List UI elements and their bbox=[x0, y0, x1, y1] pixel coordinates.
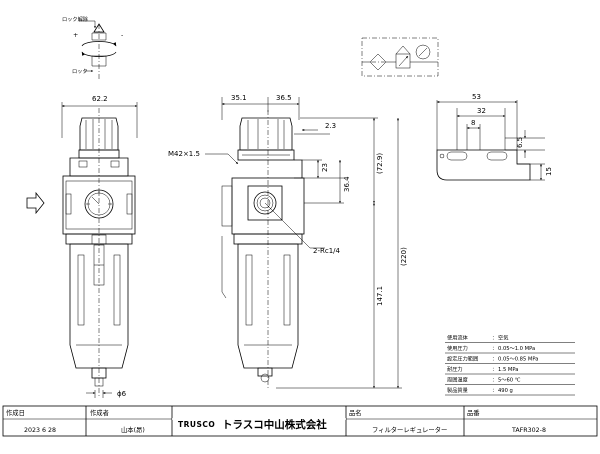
dim-bracket-15: 15 bbox=[545, 167, 553, 176]
dim-side-36-4: 36.4 bbox=[343, 176, 351, 192]
dim-side-2-3: 2.3 bbox=[325, 122, 336, 130]
spec-value: 490 g bbox=[498, 388, 513, 394]
dim-bracket-32: 32 bbox=[477, 107, 486, 115]
spec-label: 使用圧力 bbox=[447, 344, 468, 352]
dim-bracket-53: 53 bbox=[472, 93, 481, 101]
company-name: トラスコ中山株式会社 bbox=[222, 418, 327, 431]
spec-colon: ： bbox=[492, 346, 497, 352]
spec-colon: ： bbox=[492, 357, 497, 363]
spec-label: 設定圧力範囲 bbox=[447, 355, 478, 363]
name-value: フィルターレギュレーター bbox=[372, 425, 447, 434]
spec-value: 0.05～1.0 MPa bbox=[498, 346, 535, 352]
dim-side-23: 23 bbox=[321, 163, 329, 172]
spec-colon: ： bbox=[492, 378, 497, 384]
dim-bracket-6-5: 6.5 bbox=[516, 137, 524, 148]
author-header: 作成者 bbox=[90, 408, 109, 417]
number-value: TAFR302-8 bbox=[511, 427, 546, 434]
dim-bracket-8: 8 bbox=[471, 119, 475, 127]
spec-colon: ： bbox=[492, 388, 497, 394]
minus-sign: - bbox=[121, 32, 123, 39]
spec-colon: ： bbox=[492, 367, 497, 373]
plus-sign: + bbox=[73, 32, 78, 39]
lock-release-label: ロック解除 bbox=[62, 15, 89, 23]
dim-drain: ϕ6 bbox=[117, 390, 127, 398]
side-view: 35.1 36.5 2.3 M42×1.5 2-Rc1/4 bbox=[168, 94, 408, 390]
spec-value: 0.05～0.85 MPa bbox=[498, 357, 539, 363]
spec-label: 耐圧力 bbox=[447, 365, 463, 373]
front-view: 62.2 bbox=[26, 95, 138, 398]
spec-value: 1.5 MPa bbox=[498, 367, 518, 373]
number-header: 品番 bbox=[467, 409, 480, 417]
title-block: 作成日 2023 6 28 作成者 山本(昂) TRUSCO トラスコ中山株式会… bbox=[2, 405, 598, 437]
label-thread: M42×1.5 bbox=[168, 150, 200, 158]
pneumatic-symbol bbox=[361, 37, 439, 77]
dim-side-right: 36.5 bbox=[276, 94, 292, 102]
lock-label: ロック bbox=[72, 68, 88, 75]
author-value: 山本(昂) bbox=[121, 425, 145, 434]
spec-value: 5～60 ℃ bbox=[498, 378, 521, 384]
bracket-view: 53 32 8 6.5 15 bbox=[436, 93, 553, 181]
dim-front-width: 62.2 bbox=[92, 95, 108, 103]
created-header: 作成日 bbox=[6, 408, 25, 417]
dim-side-72-9: (72.9) bbox=[376, 153, 384, 174]
spec-label: 周囲温度 bbox=[447, 376, 468, 384]
dim-side-left: 35.1 bbox=[231, 94, 247, 102]
created-value: 2023 6 28 bbox=[24, 427, 56, 434]
brand-logo: TRUSCO bbox=[178, 420, 215, 429]
label-port: 2-Rc1/4 bbox=[313, 247, 341, 255]
dim-side-220: (220) bbox=[400, 247, 408, 266]
spec-value: 空気 bbox=[498, 334, 508, 342]
dim-side-147-1: 147.1 bbox=[376, 286, 384, 306]
lock-rotation-icon: ロック解除 + - ロック bbox=[62, 15, 123, 80]
name-header: 品名 bbox=[349, 408, 362, 417]
spec-colon: ： bbox=[492, 336, 497, 342]
spec-label: 使用流体 bbox=[447, 334, 469, 342]
spec-label: 製品質量 bbox=[447, 386, 468, 394]
